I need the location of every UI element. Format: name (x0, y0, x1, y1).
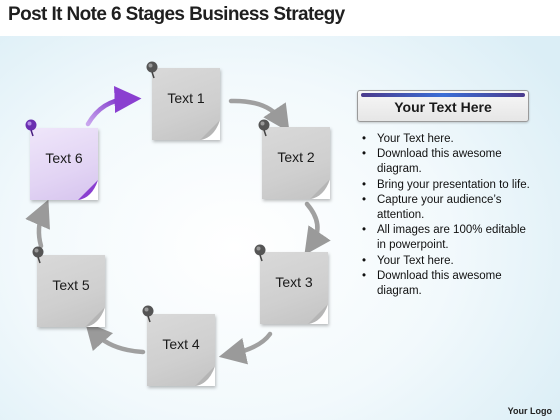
stage-note-4: Text 4 (147, 314, 215, 386)
bullet-list: • Your Text here. • Download this awesome … (356, 132, 536, 299)
stage-label: Text 6 (45, 150, 83, 166)
page-curl-icon (200, 120, 220, 140)
pin-icon (253, 243, 267, 263)
header-accent-bar (361, 93, 525, 97)
pin-icon (24, 118, 38, 138)
arrow-5-to-6 (25, 199, 50, 249)
arrow-1-to-2 (228, 98, 290, 133)
stage-note-1: Text 1 (152, 68, 220, 140)
page-curl-icon (195, 366, 215, 386)
bullet-text: Download this awesome diagram. (377, 148, 502, 176)
bullet-text: Capture your audience’s attention. (377, 193, 502, 222)
stage-label: Text 1 (167, 90, 205, 106)
bullet-text: All images are 100% editable in powerpoi… (377, 224, 526, 252)
page-curl-icon (310, 179, 330, 199)
page-curl-icon (308, 304, 328, 324)
list-item: • Capture your audience’s attention. (356, 193, 536, 223)
arrow-3-to-4 (218, 331, 273, 365)
arrow-4-to-5 (85, 321, 146, 355)
list-item: • Download this awesome diagram. (356, 147, 536, 177)
bullet-dot-icon: • (362, 193, 367, 206)
pin-icon (141, 304, 155, 324)
list-item: • Your Text here. (356, 132, 536, 147)
logo-placeholder: Your Logo (507, 406, 552, 416)
bullet-dot-icon: • (362, 254, 367, 267)
text-panel-header: Your Text Here (357, 90, 529, 122)
bullet-dot-icon: • (362, 148, 367, 161)
list-item: • Your Text here. (356, 254, 536, 269)
text-panel-heading: Your Text Here (394, 99, 492, 115)
page-title: Post It Note 6 Stages Business Strategy (8, 4, 345, 25)
stage-label: Text 4 (162, 336, 200, 352)
stage-label: Text 5 (52, 277, 90, 293)
arrow-6-to-1 (85, 86, 142, 127)
stage-note-3: Text 3 (260, 252, 328, 324)
pin-icon (31, 245, 45, 265)
bullet-dot-icon: • (362, 224, 367, 237)
bullet-text: Your Text here. (377, 254, 454, 267)
bullet-dot-icon: • (362, 269, 367, 282)
bullet-dot-icon: • (362, 133, 367, 145)
stage-label: Text 3 (275, 274, 313, 290)
page-curl-icon (85, 307, 105, 327)
bullet-text: Your Text here. (377, 133, 454, 145)
stage-label: Text 2 (277, 149, 315, 165)
stage-note-5: Text 5 (37, 255, 105, 327)
stage-note-2: Text 2 (262, 127, 330, 199)
page-curl-icon (78, 180, 98, 200)
stage-note-6: Text 6 (30, 128, 98, 200)
arrow-2-to-3 (304, 201, 331, 256)
bullet-text: Download this awesome diagram. (377, 269, 502, 298)
pin-icon (145, 60, 159, 80)
list-item: • All images are 100% editable in powerpo… (356, 223, 536, 253)
bullet-text: Bring your presentation to life. (377, 178, 530, 191)
bullet-dot-icon: • (362, 178, 367, 191)
list-item: • Bring your presentation to life. (356, 178, 536, 193)
list-item: • Download this awesome diagram. (356, 269, 536, 299)
pin-icon (257, 118, 271, 138)
